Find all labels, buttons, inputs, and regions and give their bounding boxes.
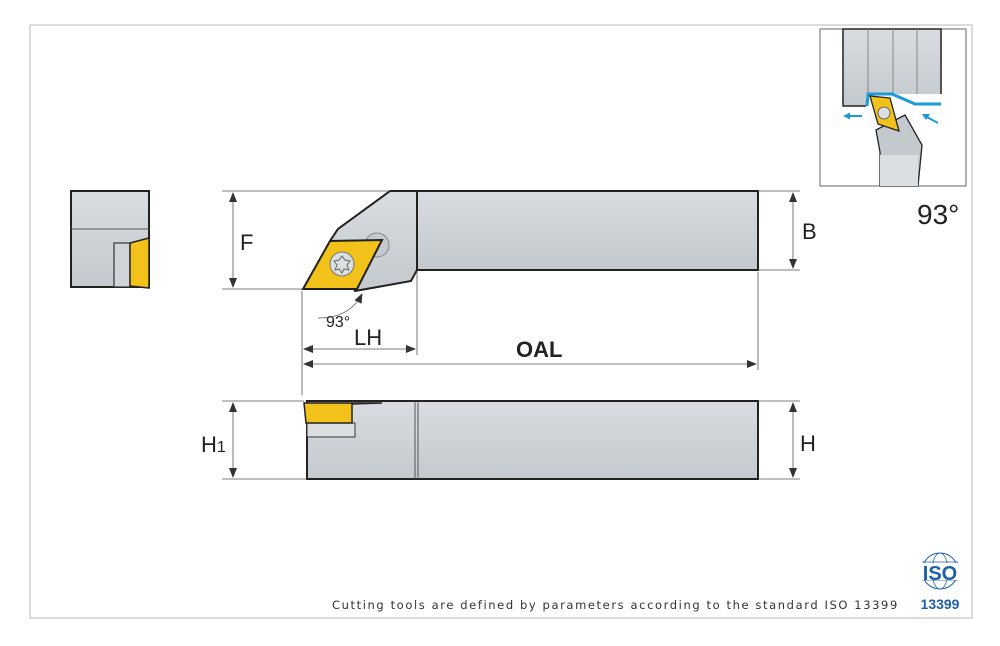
iso-13399-logo: ISO 13399 xyxy=(914,552,966,612)
dimension-lines xyxy=(222,190,800,480)
label-h1: H1 xyxy=(201,432,226,457)
svg-text:13399: 13399 xyxy=(921,596,960,612)
inset-diagram xyxy=(819,28,967,187)
top-view xyxy=(301,190,759,293)
label-b: B xyxy=(802,219,817,244)
label-lh: LH xyxy=(354,325,382,350)
insert-side-view xyxy=(303,402,383,424)
end-view xyxy=(70,190,150,289)
label-f: F xyxy=(240,230,253,255)
label-h: H xyxy=(800,431,816,456)
footer-standard-note: Cutting tools are defined by parameters … xyxy=(332,598,899,612)
svg-text:ISO: ISO xyxy=(923,563,957,585)
insert-end-view xyxy=(129,237,150,289)
inset-angle-label: 93° xyxy=(917,199,959,230)
side-view xyxy=(303,400,759,480)
label-oal: OAL xyxy=(516,337,562,362)
frame-border xyxy=(29,24,973,619)
label-angle: 93° xyxy=(326,314,350,331)
shank xyxy=(416,190,759,271)
